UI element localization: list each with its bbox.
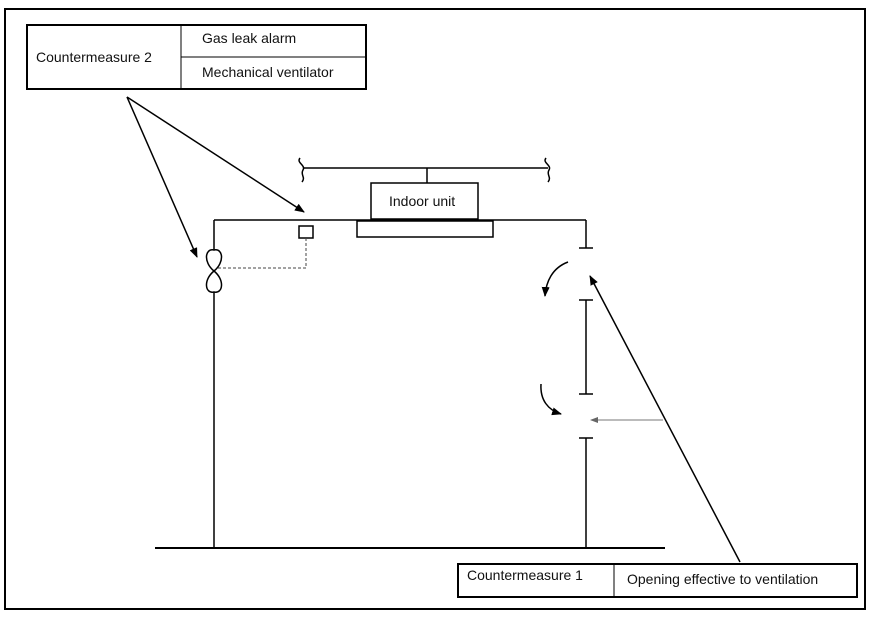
indoor-unit-panel — [356, 220, 494, 238]
ceiling-break-right — [544, 157, 551, 183]
pointer-to-gas-alarm — [126, 96, 305, 213]
gas-leak-alarm-sensor — [298, 225, 314, 239]
ceiling-break-left — [298, 157, 305, 183]
mechanical-ventilator-label: Mechanical ventilator — [202, 64, 334, 80]
pointer-to-ventilator — [126, 96, 198, 258]
ceiling-support — [298, 157, 551, 183]
airflow-arrow-lower — [540, 383, 562, 416]
gas-leak-alarm-label: Gas leak alarm — [202, 30, 296, 46]
countermeasure-1-outline — [457, 563, 858, 598]
indoor-unit-body — [370, 182, 479, 220]
countermeasure-2-box: Countermeasure 2 Gas leak alarm Mechanic… — [26, 24, 367, 90]
fan-blade-bottom — [205, 270, 223, 293]
mechanical-ventilator-fan — [205, 249, 223, 293]
countermeasure-1-box: Countermeasure 1 Opening effective to ve… — [457, 563, 858, 598]
diagram-frame — [4, 8, 866, 610]
fan-blade-top — [205, 249, 223, 272]
airflow-arrow-upper — [541, 261, 569, 297]
indoor-unit: Indoor unit — [356, 182, 494, 238]
countermeasure-1-title: Countermeasure 1 — [467, 567, 583, 583]
room-walls — [155, 219, 665, 549]
countermeasure-2-title: Countermeasure 2 — [36, 49, 152, 65]
alarm-ventilator-link — [218, 238, 307, 269]
opening-effective-label: Opening effective to ventilation — [627, 571, 818, 587]
pointer-to-upper-opening — [589, 275, 741, 563]
indoor-unit-label: Indoor unit — [389, 193, 455, 209]
